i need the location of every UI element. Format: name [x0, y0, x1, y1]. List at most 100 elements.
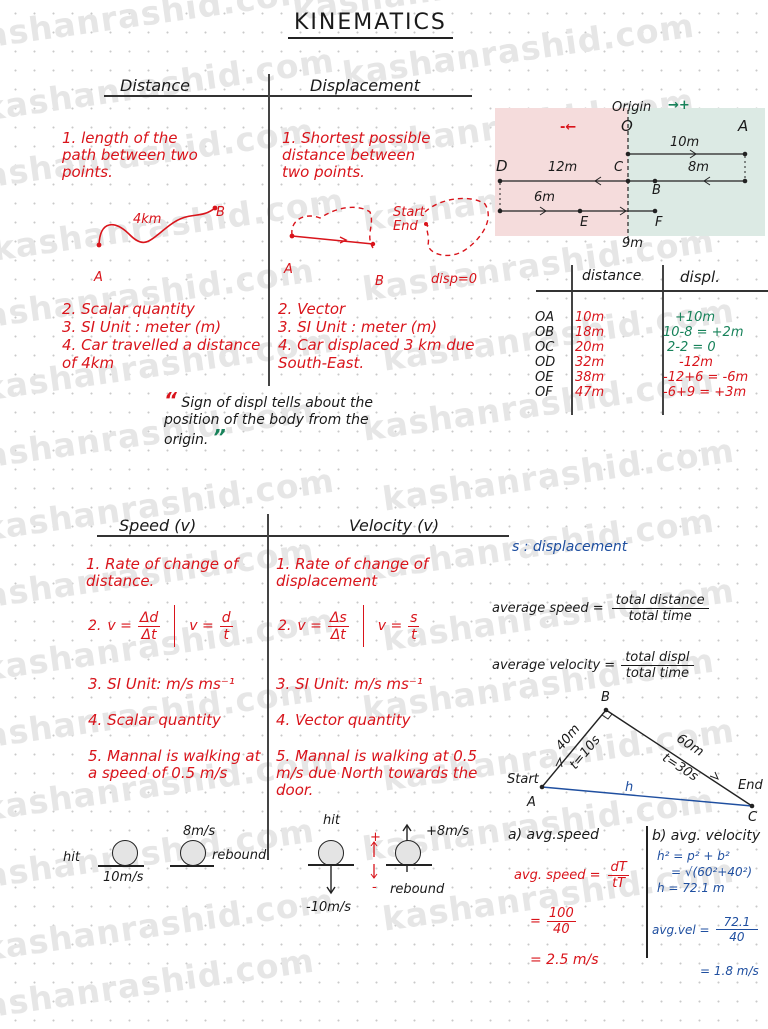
path-curve-diagram — [96, 205, 218, 248]
segment-oa-label: 10m — [670, 135, 700, 150]
velocity-header: Velocity (v) — [269, 516, 509, 537]
speed-rebound-label: rebound — [212, 848, 267, 863]
table-divider-2 — [662, 265, 664, 415]
pythagoras-line-3: h = 72.1 m — [657, 881, 725, 895]
disp-zero-label: disp=0 — [431, 272, 478, 287]
point-b-label: B — [652, 183, 661, 198]
positive-region — [628, 108, 765, 236]
formula-divider — [362, 605, 364, 647]
velocity-incoming-label: -10m/s — [306, 900, 352, 915]
avg-velocity-result: = 1.8 m/s — [700, 964, 759, 978]
start-label: Start — [507, 772, 539, 787]
positive-sign-label: + — [370, 830, 381, 845]
point-e-label: E — [580, 215, 589, 230]
watermark: kashanrashid.com — [380, 430, 737, 519]
column-divider — [267, 514, 269, 664]
negative-sign-label: - — [372, 880, 377, 895]
disp-point-b-label: B — [375, 274, 384, 289]
velocity-hit-label: hit — [323, 813, 340, 828]
speed-hit-label: hit — [63, 850, 80, 865]
end-label: End — [738, 778, 763, 793]
negative-region — [495, 108, 630, 236]
avg-speed-result: = 2.5 m/s — [530, 952, 599, 968]
point-a-label: A — [94, 270, 103, 285]
displacement-point-3: 3. SI Unit : meter (m) — [278, 318, 438, 336]
quote-open: “ — [164, 388, 177, 412]
distance-point-3: 3. SI Unit : meter (m) — [62, 318, 222, 336]
distance-points-2-4: 2. Scalar quantity 3. SI Unit : meter (m… — [62, 300, 262, 372]
speed-outgoing-label: 8m/s — [183, 824, 216, 839]
point-a-label: A — [738, 117, 749, 135]
vertex-c-label: C — [748, 810, 758, 825]
distance-header: Distance — [104, 76, 285, 97]
velocity-point-5: 5. Mannal is walking at 0.5 m/s due Nort… — [276, 747, 478, 799]
segment-cd-label: 12m — [548, 160, 578, 175]
quote-close: ” — [212, 425, 226, 449]
formula-divider — [174, 605, 176, 647]
speed-point-5: 5. Mannal is walking at a speed of 0.5 m… — [88, 747, 261, 782]
distance-point-4: 4. Car travelled a distance of 4km — [62, 336, 261, 372]
displacement-diagram — [289, 197, 489, 257]
ground-line — [170, 865, 214, 867]
table-divider-1 — [571, 265, 573, 415]
vertex-a-label: A — [527, 795, 536, 810]
page-title: KINEMATICS — [288, 10, 453, 39]
hypotenuse-label: h — [625, 780, 634, 795]
segment-ef-label: 9m — [622, 236, 643, 251]
displacement-points-2-4: 2. Vector 3. SI Unit : meter (m) 4. Car … — [278, 300, 488, 372]
point-f-label: F — [655, 215, 663, 230]
speed-incoming-label: 10m/s — [103, 870, 144, 885]
ball-icon — [180, 840, 206, 866]
velocity-point-3: 3. SI Unit: m/s ms⁻¹ — [276, 675, 423, 693]
vertex-b-label: B — [601, 690, 610, 705]
point-o-label: O — [621, 117, 633, 135]
displacement-point-2: 2. Vector — [278, 300, 346, 318]
ball-icon — [112, 840, 138, 866]
avg-speed-title: a) avg.speed — [508, 827, 599, 843]
pythagoras-work: h² = p² + b² = √(60²+40²) h = 72.1 m — [657, 848, 752, 896]
disp-point-a-label: A — [284, 262, 293, 277]
displacement-point-4: 4. Car displaced 3 km due South-East. — [278, 336, 475, 372]
quote-text: Sign of displ tells about the position o… — [164, 395, 374, 448]
segment-de-label: 6m — [534, 190, 555, 205]
table-header-displ: displ. — [680, 268, 720, 286]
pythagoras-line-1: h² = p² + b² — [657, 849, 730, 863]
table-header-distance: distance — [582, 268, 642, 284]
distance-point-1: 1. length of the path between two points… — [62, 129, 198, 181]
distance-point-2: 2. Scalar quantity — [62, 300, 195, 318]
speed-point-1: 1. Rate of change of distance. — [86, 555, 239, 590]
velocity-rebound-label: rebound — [390, 882, 445, 897]
ground-line — [98, 865, 144, 867]
solution-divider — [646, 826, 648, 958]
avg-velocity-title: b) avg. velocity — [652, 828, 761, 844]
point-b-label: B — [216, 205, 225, 220]
segment-ab-label: 8m — [688, 160, 709, 175]
watermark: kashanrashid.com — [0, 880, 337, 969]
number-line-lines — [497, 110, 748, 245]
speed-point-3: 3. SI Unit: m/s ms⁻¹ — [88, 675, 235, 693]
column-divider-lower — [267, 664, 269, 860]
speed-header: Speed (v) — [97, 516, 289, 537]
column-divider — [268, 74, 270, 386]
velocity-point-4: 4. Vector quantity — [276, 711, 411, 729]
velocity-point-1: 1. Rate of change of displacement — [276, 555, 429, 590]
watermark: kashanrashid.com — [0, 0, 317, 59]
ball-icon — [395, 840, 421, 866]
displacement-sign-quote: “ Sign of displ tells about the position… — [164, 390, 404, 449]
table-header-rule — [536, 290, 768, 292]
triangle-lines — [539, 707, 755, 809]
displacement-point-1: 1. Shortest possible distance between tw… — [282, 129, 431, 181]
positive-direction-label: →+ — [668, 98, 690, 113]
